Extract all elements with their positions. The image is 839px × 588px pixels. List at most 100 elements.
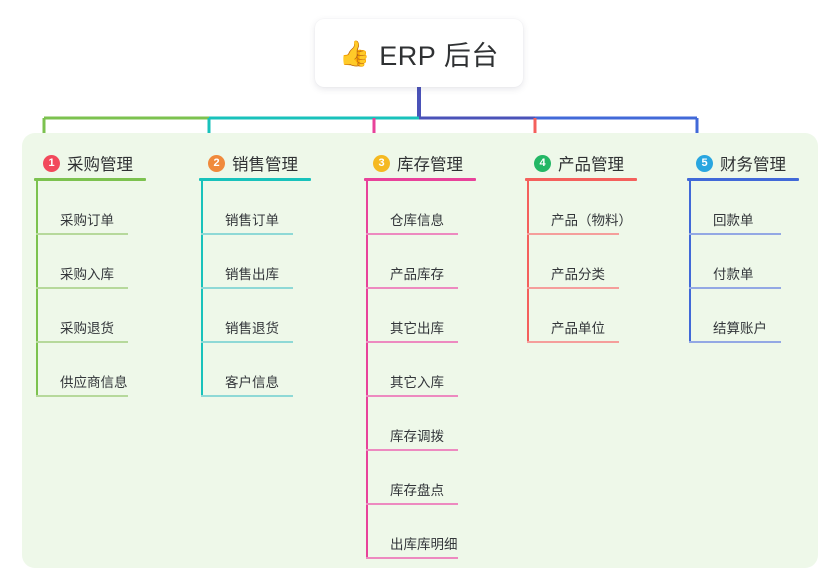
leaf-label: 产品（物料） [551, 213, 632, 228]
column-spine [366, 181, 368, 559]
leaf-item[interactable]: 库存调拨 [366, 397, 476, 451]
leaf-label: 销售退货 [225, 321, 279, 336]
column-spine [527, 181, 529, 343]
column-header-rule [525, 178, 637, 181]
leaf-item[interactable]: 采购退货 [36, 289, 146, 343]
leaf-item[interactable]: 供应商信息 [36, 343, 146, 397]
column-header-5[interactable]: 5 财务管理 [683, 148, 799, 178]
column-title: 采购管理 [67, 156, 133, 174]
leaf-label: 出库库明细 [390, 537, 458, 552]
leaf-label: 采购订单 [60, 213, 114, 228]
column-spine [201, 181, 203, 397]
column-badge-5: 5 [696, 154, 713, 172]
leaf-rule [689, 233, 781, 235]
leaf-rule [201, 341, 293, 343]
leaf-rule [36, 395, 128, 397]
column-销售管理: 2 销售管理销售订单销售出库销售退货客户信息 [195, 148, 311, 397]
leaf-label: 库存调拨 [390, 429, 444, 444]
leaf-label: 仓库信息 [390, 213, 444, 228]
column-title: 产品管理 [558, 156, 624, 174]
column-badge-1: 1 [43, 154, 60, 172]
column-children: 采购订单采购入库采购退货供应商信息 [36, 181, 146, 397]
column-财务管理: 5 财务管理回款单付款单结算账户 [683, 148, 799, 343]
leaf-rule [366, 287, 458, 289]
column-title: 销售管理 [232, 156, 298, 174]
leaf-label: 回款单 [713, 213, 754, 228]
column-badge-3: 3 [373, 154, 390, 172]
column-header-3[interactable]: 3 库存管理 [360, 148, 476, 178]
leaf-label: 产品库存 [390, 267, 444, 282]
column-header-1[interactable]: 1 采购管理 [30, 148, 146, 178]
leaf-label: 库存盘点 [390, 483, 444, 498]
column-header-rule [687, 178, 799, 181]
leaf-item[interactable]: 销售订单 [201, 181, 311, 235]
leaf-item[interactable]: 采购订单 [36, 181, 146, 235]
leaf-item[interactable]: 产品（物料） [527, 181, 637, 235]
column-children: 产品（物料） 产品分类产品单位 [527, 181, 637, 343]
leaf-rule [527, 341, 619, 343]
leaf-label: 其它入库 [390, 375, 444, 390]
leaf-item[interactable]: 采购入库 [36, 235, 146, 289]
leaf-rule [527, 233, 619, 235]
leaf-item[interactable]: 付款单 [689, 235, 799, 289]
column-header-rule [364, 178, 476, 181]
leaf-label: 产品单位 [551, 321, 605, 336]
leaf-rule [366, 341, 458, 343]
leaf-item[interactable]: 其它出库 [366, 289, 476, 343]
leaf-rule [689, 341, 781, 343]
leaf-item[interactable]: 销售退货 [201, 289, 311, 343]
column-children: 销售订单销售出库销售退货客户信息 [201, 181, 311, 397]
column-spine [36, 181, 38, 397]
leaf-item[interactable]: 出库库明细 [366, 505, 476, 559]
leaf-label: 销售出库 [225, 267, 279, 282]
leaf-rule [366, 557, 458, 559]
column-title: 财务管理 [720, 156, 786, 174]
leaf-label: 客户信息 [225, 375, 279, 390]
leaf-item[interactable]: 库存盘点 [366, 451, 476, 505]
leaf-rule [366, 449, 458, 451]
column-badge-2: 2 [208, 154, 225, 172]
leaf-item[interactable]: 其它入库 [366, 343, 476, 397]
column-header-rule [34, 178, 146, 181]
leaf-rule [36, 287, 128, 289]
column-children: 仓库信息产品库存其它出库其它入库库存调拨库存盘点出库库明细 [366, 181, 476, 559]
leaf-label: 其它出库 [390, 321, 444, 336]
diagram-panel [22, 133, 818, 568]
leaf-rule [201, 233, 293, 235]
column-采购管理: 1 采购管理采购订单采购入库采购退货供应商信息 [30, 148, 146, 397]
column-库存管理: 3 库存管理仓库信息产品库存其它出库其它入库库存调拨库存盘点出库库明细 [360, 148, 476, 559]
leaf-label: 付款单 [713, 267, 754, 282]
column-header-rule [199, 178, 311, 181]
leaf-rule [366, 233, 458, 235]
column-spine [689, 181, 691, 343]
root-title: ERP 后台 [379, 40, 499, 71]
leaf-rule [36, 341, 128, 343]
leaf-rule [366, 395, 458, 397]
leaf-label: 采购退货 [60, 321, 114, 336]
column-badge-4: 4 [534, 154, 551, 172]
column-children: 回款单付款单结算账户 [689, 181, 799, 343]
leaf-label: 产品分类 [551, 267, 605, 282]
leaf-item[interactable]: 仓库信息 [366, 181, 476, 235]
leaf-item[interactable]: 回款单 [689, 181, 799, 235]
leaf-item[interactable]: 产品库存 [366, 235, 476, 289]
leaf-item[interactable]: 客户信息 [201, 343, 311, 397]
leaf-item[interactable]: 产品分类 [527, 235, 637, 289]
leaf-label: 销售订单 [225, 213, 279, 228]
leaf-rule [366, 503, 458, 505]
leaf-item[interactable]: 销售出库 [201, 235, 311, 289]
column-header-2[interactable]: 2 销售管理 [195, 148, 311, 178]
leaf-item[interactable]: 结算账户 [689, 289, 799, 343]
column-header-4[interactable]: 4 产品管理 [521, 148, 637, 178]
leaf-rule [201, 395, 293, 397]
column-产品管理: 4 产品管理产品（物料） 产品分类产品单位 [521, 148, 637, 343]
leaf-rule [689, 287, 781, 289]
leaf-item[interactable]: 产品单位 [527, 289, 637, 343]
thumbs-up-icon: 👍 [339, 39, 371, 68]
leaf-rule [36, 233, 128, 235]
column-title: 库存管理 [397, 156, 463, 174]
leaf-label: 结算账户 [713, 321, 767, 336]
root-node[interactable]: 👍 ERP 后台 [315, 19, 523, 87]
leaf-label: 采购入库 [60, 267, 114, 282]
leaf-label: 供应商信息 [60, 375, 128, 390]
